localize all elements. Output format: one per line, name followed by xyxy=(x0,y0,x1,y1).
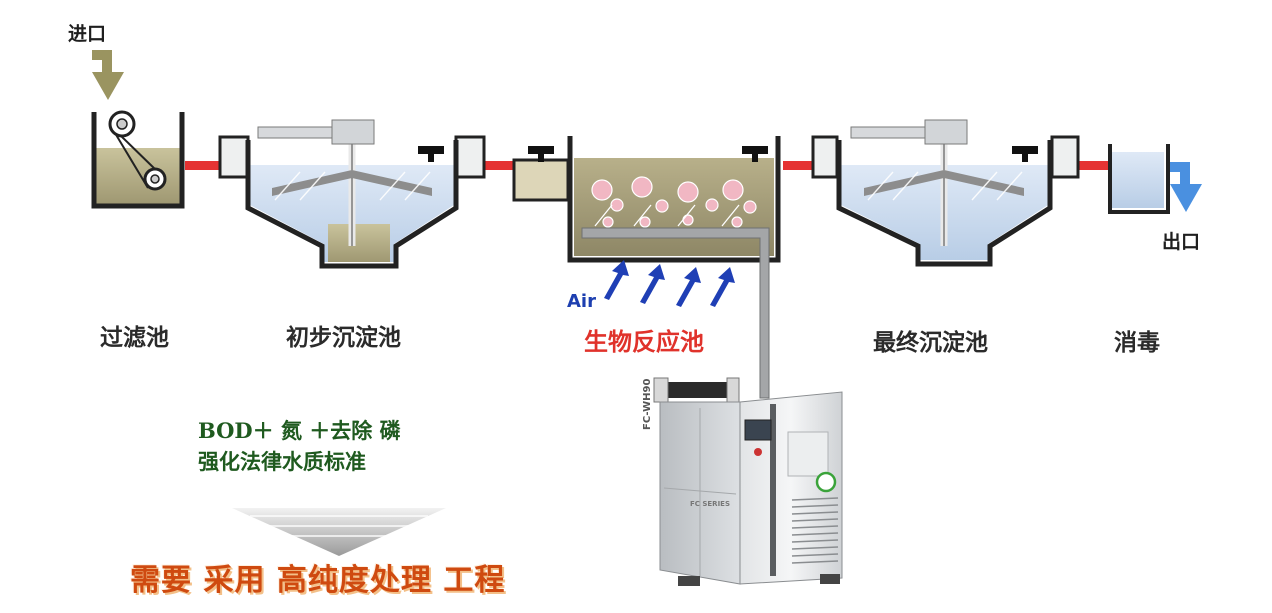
inlet-arrow xyxy=(92,50,124,100)
outlet-arrow xyxy=(1170,162,1202,212)
final-clarifier-tank xyxy=(811,119,1080,267)
treatment-note-line2: 强化法律水质标准 xyxy=(198,449,366,474)
air-label: Air xyxy=(567,291,596,312)
stage-label-primary: 初步沉淀池 xyxy=(286,325,401,351)
conclusion-arrow xyxy=(232,508,446,556)
air-arrows xyxy=(604,260,735,307)
bio-reactor-tank xyxy=(512,136,781,399)
machine-brand-label: FC-WH90 xyxy=(642,378,653,430)
generator-machine xyxy=(653,377,843,586)
filter-tank xyxy=(91,110,185,209)
stage-label-disinfect: 消毒 xyxy=(1114,330,1160,356)
stage-label-final: 最终沉淀池 xyxy=(873,330,988,356)
stage-label-bio: 生物反应池 xyxy=(584,328,704,356)
treatment-note-line1: BOD＋ 氮 ＋去除 磷 xyxy=(198,418,401,443)
machine-sub-label: FC SERIES xyxy=(690,500,730,508)
connecting-pipes xyxy=(185,161,1108,170)
primary-clarifier-tank xyxy=(218,119,486,269)
outlet-label: 出口 xyxy=(1162,231,1201,253)
disinfection-tank xyxy=(1108,144,1170,214)
inlet-label: 进口 xyxy=(68,23,107,45)
stage-label-filter: 过滤池 xyxy=(100,325,169,351)
conclusion-text: 需要 采用 高纯度处理 工程 xyxy=(130,563,506,598)
